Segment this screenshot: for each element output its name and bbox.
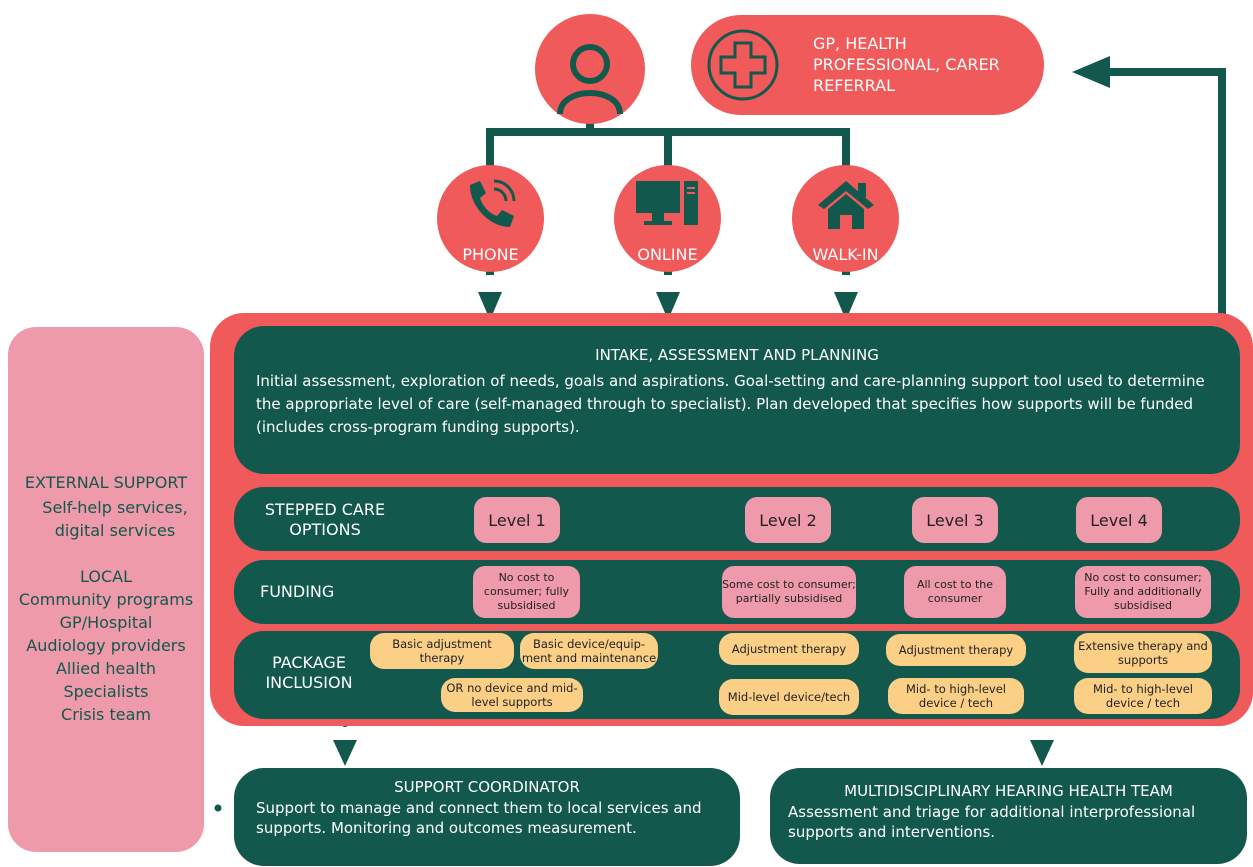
local-item: Specialists [63, 682, 149, 701]
package-l1-alternative: OR no device and mid-level supports [441, 678, 583, 712]
package-l3-device: Mid- to high-level device / tech [888, 678, 1024, 714]
funding-label: FUNDING [260, 582, 335, 601]
online-label: ONLINE [637, 245, 698, 264]
external-support-panel [8, 327, 204, 852]
referral-label: GP, HEALTH PROFESSIONAL, CARER REFERRAL [813, 34, 1000, 95]
local-item: Crisis team [61, 705, 151, 724]
house-icon [818, 181, 874, 229]
support-coordinator-body: Support to manage and connect them to lo… [256, 799, 702, 837]
intake-body: Initial assessment, exploration of needs… [256, 372, 1205, 436]
hearing-team-title: MULTIDISCIPLINARY HEARING HEALTH TEAM [844, 782, 1173, 800]
local-item: Community programs [18, 590, 194, 609]
support-coordinator-title: SUPPORT COORDINATOR [394, 778, 580, 796]
local-item: Audiology providers [26, 636, 186, 655]
package-l2-device: Mid-level device/tech [719, 679, 859, 715]
hearing-team-box: MULTIDISCIPLINARY HEARING HEALTH TEAM As… [770, 768, 1247, 864]
medical-cross-icon [707, 29, 779, 101]
phone-label: PHONE [462, 245, 519, 264]
package-l4-therapy: Extensive therapy and supports [1074, 633, 1212, 673]
phone-node: PHONE [437, 165, 544, 272]
phone-icon [470, 179, 516, 227]
funding-level-4: No cost to consumer; Fully and additiona… [1075, 566, 1211, 618]
package-l1-adjustment: Basic adjustment therapy [370, 633, 514, 669]
person-node [535, 14, 645, 124]
support-coordinator-box: SUPPORT COORDINATOR Support to manage an… [234, 768, 740, 866]
walkin-node: WALK-IN [792, 165, 899, 272]
intake-panel: INTAKE, ASSESSMENT AND PLANNING Initial … [234, 326, 1240, 474]
package-l1-device: Basic device/equip-ment and maintenance [520, 633, 658, 669]
level-3-chip: Level 3 [912, 497, 998, 543]
funding-level-3: All cost to the consumer [904, 566, 1006, 618]
package-l2-therapy: Adjustment therapy [719, 633, 859, 665]
package-label: PACKAGE INCLUSION [265, 653, 353, 692]
walkin-label: WALK-IN [812, 245, 879, 264]
package-l3-therapy: Adjustment therapy [886, 634, 1026, 666]
local-item: GP/Hospital [59, 613, 153, 632]
stepped-care-label: STEPPED CARE OPTIONS [264, 500, 386, 539]
funding-level-1: No cost to consumer; fully subsidised [473, 566, 580, 618]
external-support-heading: EXTERNAL SUPPORT [24, 473, 188, 492]
referral-node: GP, HEALTH PROFESSIONAL, CARER REFERRAL [691, 15, 1044, 115]
level-2-chip: Level 2 [745, 497, 831, 543]
level-4-chip: Level 4 [1076, 497, 1162, 543]
computer-icon [636, 181, 698, 225]
hearing-team-body: Assessment and triage for additional int… [788, 803, 1196, 841]
external-support-sub: Self-help services, digital services [42, 498, 188, 540]
package-l4-device: Mid- to high-level device / tech [1074, 678, 1212, 714]
stepped-care-row: STEPPED CARE OPTIONS [234, 487, 1240, 551]
level-1-chip: Level 1 [474, 497, 560, 543]
intake-title: INTAKE, ASSESSMENT AND PLANNING [595, 346, 879, 364]
person-icon [557, 44, 623, 115]
local-heading: LOCAL [80, 567, 132, 586]
online-node: ONLINE [614, 165, 721, 272]
local-item: Allied health [55, 659, 156, 678]
funding-level-2: Some cost to consumer; partially subsidi… [722, 566, 856, 618]
